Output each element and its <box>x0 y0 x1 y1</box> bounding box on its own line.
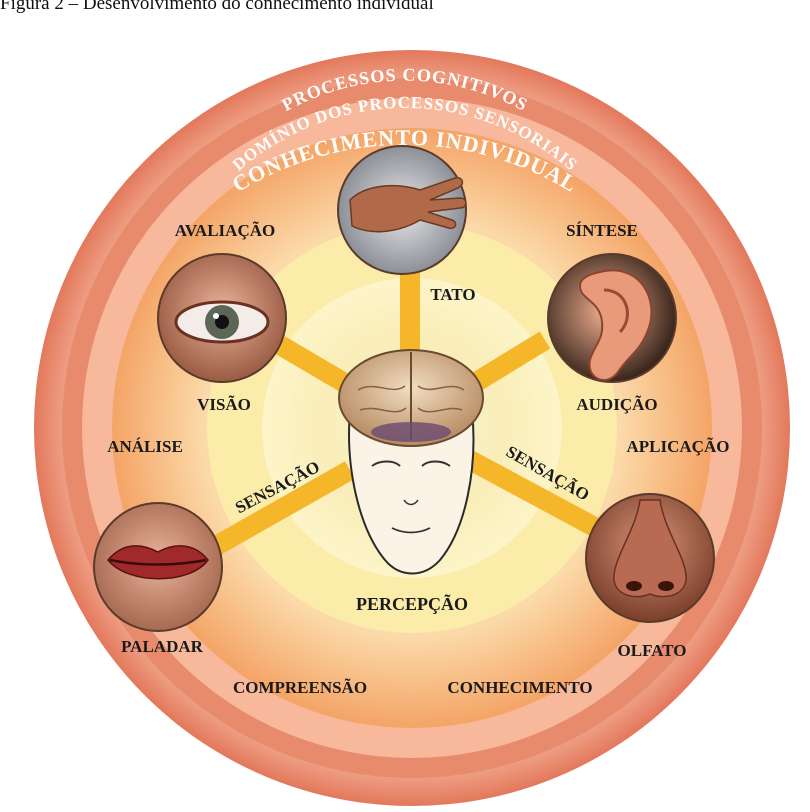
label-sintese: SÍNTESE <box>566 221 638 240</box>
sense-tato <box>338 146 466 274</box>
sense-audicao <box>548 254 676 382</box>
label-compreensao: COMPREENSÃO <box>233 678 367 697</box>
label-aplicacao: APLICAÇÃO <box>627 437 730 456</box>
label-percepcao: PERCEPÇÃO <box>356 593 468 614</box>
label-olfato: OLFATO <box>618 641 687 660</box>
label-paladar: PALADAR <box>121 637 204 656</box>
label-audicao: AUDIÇÃO <box>576 395 657 414</box>
label-analise: ANÁLISE <box>107 437 183 456</box>
sense-visao <box>158 254 286 382</box>
label-conhecimento: CONHECIMENTO <box>447 678 592 697</box>
label-avaliacao: AVALIAÇÃO <box>175 221 275 240</box>
sense-olfato <box>586 494 714 622</box>
label-tato: TATO <box>430 285 475 304</box>
label-visao: VISÃO <box>197 395 251 414</box>
sense-paladar <box>94 503 222 631</box>
